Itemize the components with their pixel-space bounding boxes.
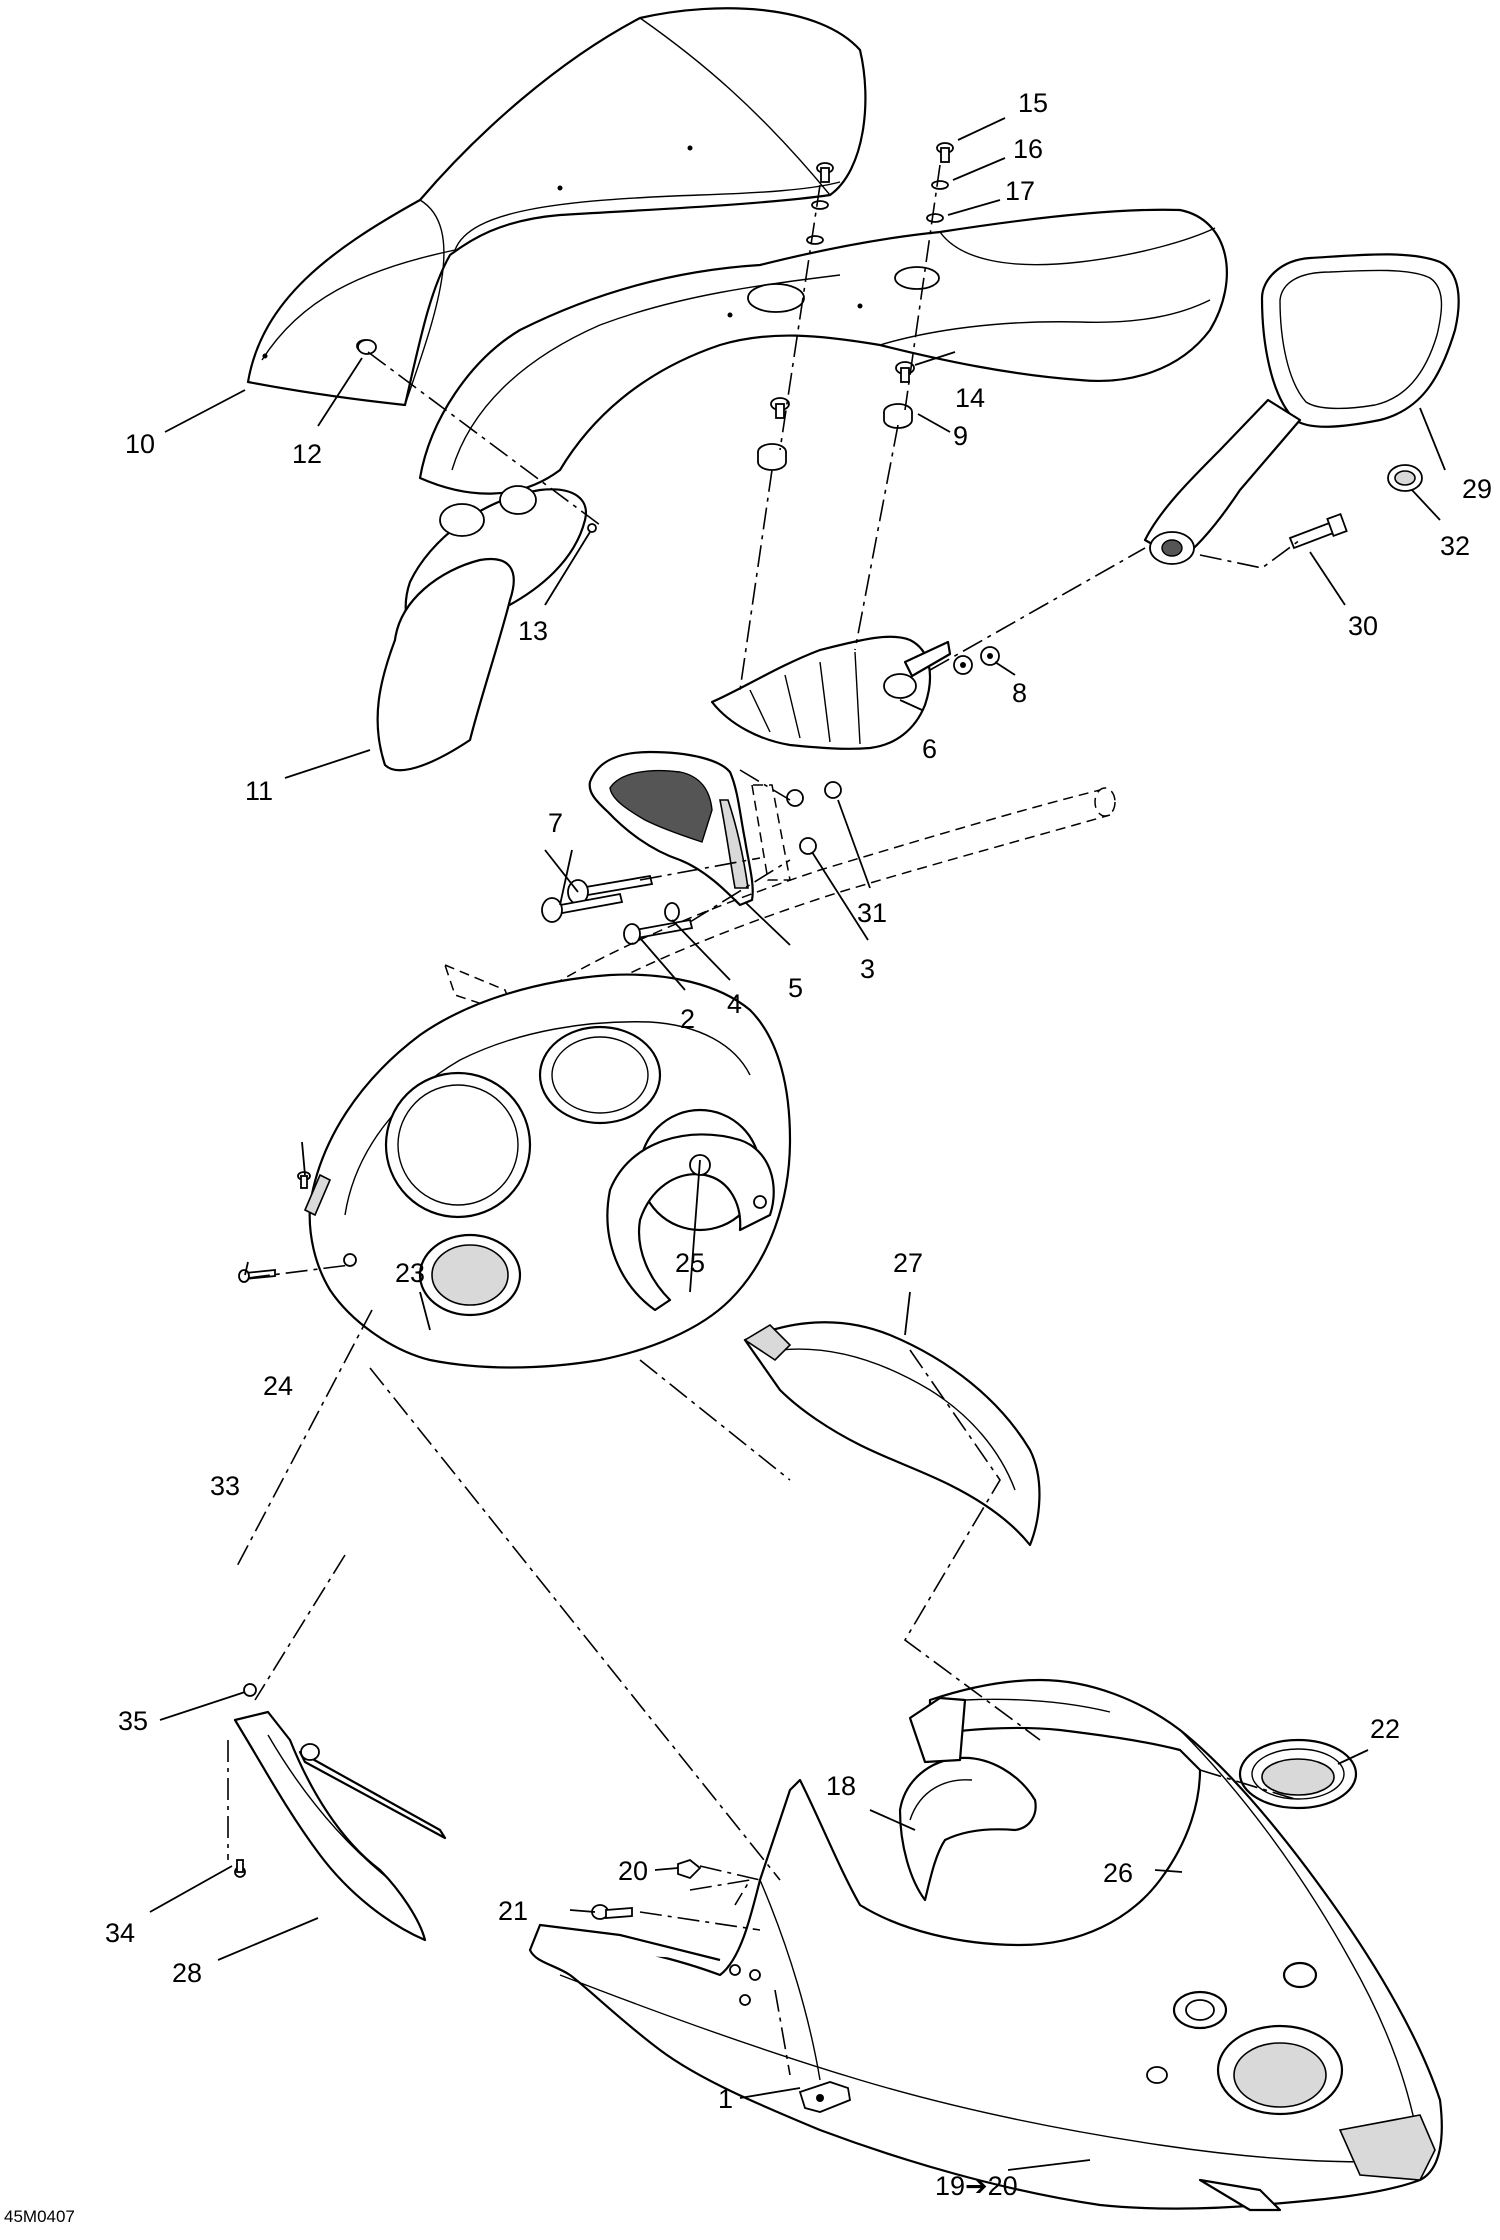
console-part-19 — [528, 1678, 1443, 2212]
callout-9: 9 — [953, 421, 968, 451]
ring-part-22 — [1238, 1738, 1358, 1810]
trim-part-28 — [233, 1710, 447, 1942]
nut-part-3 — [799, 837, 817, 855]
callout-1: 1 — [718, 2084, 733, 2114]
screw-part-33 — [238, 1269, 276, 1283]
callout-31: 31 — [857, 898, 887, 928]
washer-part-4 — [664, 902, 680, 922]
callout-23: 23 — [395, 1258, 425, 1288]
bolt-part-30 — [1288, 512, 1348, 550]
hardware-stack-right — [883, 142, 954, 429]
callout-10: 10 — [125, 429, 155, 459]
assembly-lines-upper — [367, 164, 1301, 923]
callout-2: 2 — [680, 1004, 695, 1034]
callout-11: 11 — [245, 776, 273, 806]
callout-labels: 1 2 3 4 5 6 7 8 9 10 11 12 13 14 15 16 1… — [4, 88, 1492, 2226]
callout-4: 4 — [727, 989, 742, 1019]
clip-part-1 — [798, 2081, 852, 2113]
screw-part-21 — [591, 1904, 633, 1920]
cover-part-18 — [898, 1756, 1037, 1902]
screw-part-34 — [234, 1859, 246, 1878]
screw-part-35 — [243, 1683, 257, 1697]
reference-code: 45M0407 — [4, 2207, 75, 2226]
callout-21: 21 — [498, 1896, 528, 1926]
screw-part-13 — [587, 523, 597, 533]
callout-14: 14 — [955, 383, 985, 413]
windshield-part-10 — [246, 7, 867, 407]
callout-27: 27 — [893, 1248, 923, 1278]
callout-16: 16 — [1013, 134, 1043, 164]
mirror-part-29 — [1143, 253, 1460, 565]
gauge-housing-part-5 — [588, 750, 754, 907]
callout-6: 6 — [922, 734, 937, 764]
callout-19: 19➔20 — [935, 2171, 1018, 2201]
callout-29: 29 — [1462, 474, 1492, 504]
assembly-lines-lower — [227, 1264, 1299, 2076]
screw-part-24 — [297, 1171, 311, 1189]
callout-24: 24 — [263, 1371, 293, 1401]
callout-17: 17 — [1005, 176, 1035, 206]
callout-35: 35 — [118, 1706, 148, 1736]
callout-34: 34 — [105, 1918, 135, 1948]
callout-8: 8 — [1012, 678, 1027, 708]
callout-33: 33 — [210, 1471, 240, 1501]
bracket-part-6 — [710, 635, 952, 750]
callout-5: 5 — [788, 973, 803, 1003]
callout-20: 20 — [618, 1856, 648, 1886]
callout-22: 22 — [1370, 1714, 1400, 1744]
callout-12: 12 — [292, 439, 322, 469]
callout-28: 28 — [172, 1958, 202, 1988]
callout-25: 25 — [675, 1248, 705, 1278]
side-panel-part-27 — [743, 1321, 1041, 1547]
gauge-bezel-part-23 — [303, 973, 792, 1369]
callout-26: 26 — [1103, 1858, 1133, 1888]
screw-part-12 — [357, 339, 377, 355]
callout-3: 3 — [860, 954, 875, 984]
clip-part-20 — [677, 1858, 702, 1880]
leader-lines — [149, 117, 1446, 2171]
bolts-part-7 — [541, 874, 654, 923]
upper-cover-part — [418, 208, 1228, 495]
deflector-part-11 — [376, 485, 588, 772]
callout-15: 15 — [1018, 88, 1048, 118]
cap-part-32 — [1387, 464, 1423, 492]
callout-7: 7 — [548, 808, 563, 838]
callout-18: 18 — [826, 1771, 856, 1801]
bolt-part-2 — [623, 918, 694, 945]
nut-part-31 — [786, 781, 842, 807]
callout-13: 13 — [518, 616, 548, 646]
callout-32: 32 — [1440, 531, 1470, 561]
callout-30: 30 — [1348, 611, 1378, 641]
nuts-part-8 — [953, 646, 1000, 675]
